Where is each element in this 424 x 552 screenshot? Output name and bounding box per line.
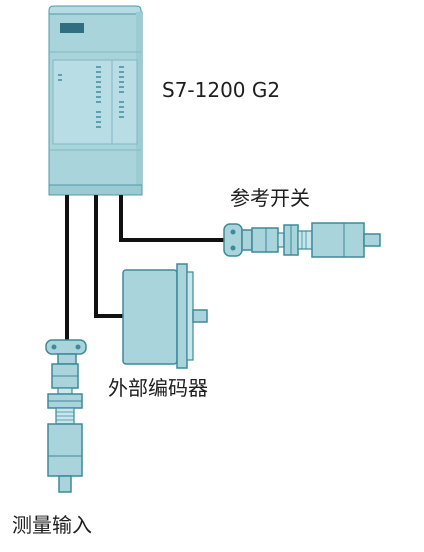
plc-io-leds (58, 66, 124, 128)
external-encoder: 外部编码器 (108, 263, 208, 400)
cable-reference-switch (119, 195, 228, 242)
cables (65, 195, 228, 340)
reference-switch-label: 参考开关 (230, 186, 310, 210)
external-encoder-label: 外部编码器 (108, 376, 208, 400)
measuring-input-sensor: 测量输入 (12, 339, 92, 537)
reference-switch: 参考开关 (223, 186, 381, 258)
cable-external-encoder (94, 195, 123, 318)
measuring-input-label: 测量输入 (12, 513, 92, 537)
plc-logo-plate (60, 23, 84, 33)
plc-controller: S7-1200 G2 (48, 5, 280, 196)
plc-label: S7-1200 G2 (162, 78, 280, 102)
